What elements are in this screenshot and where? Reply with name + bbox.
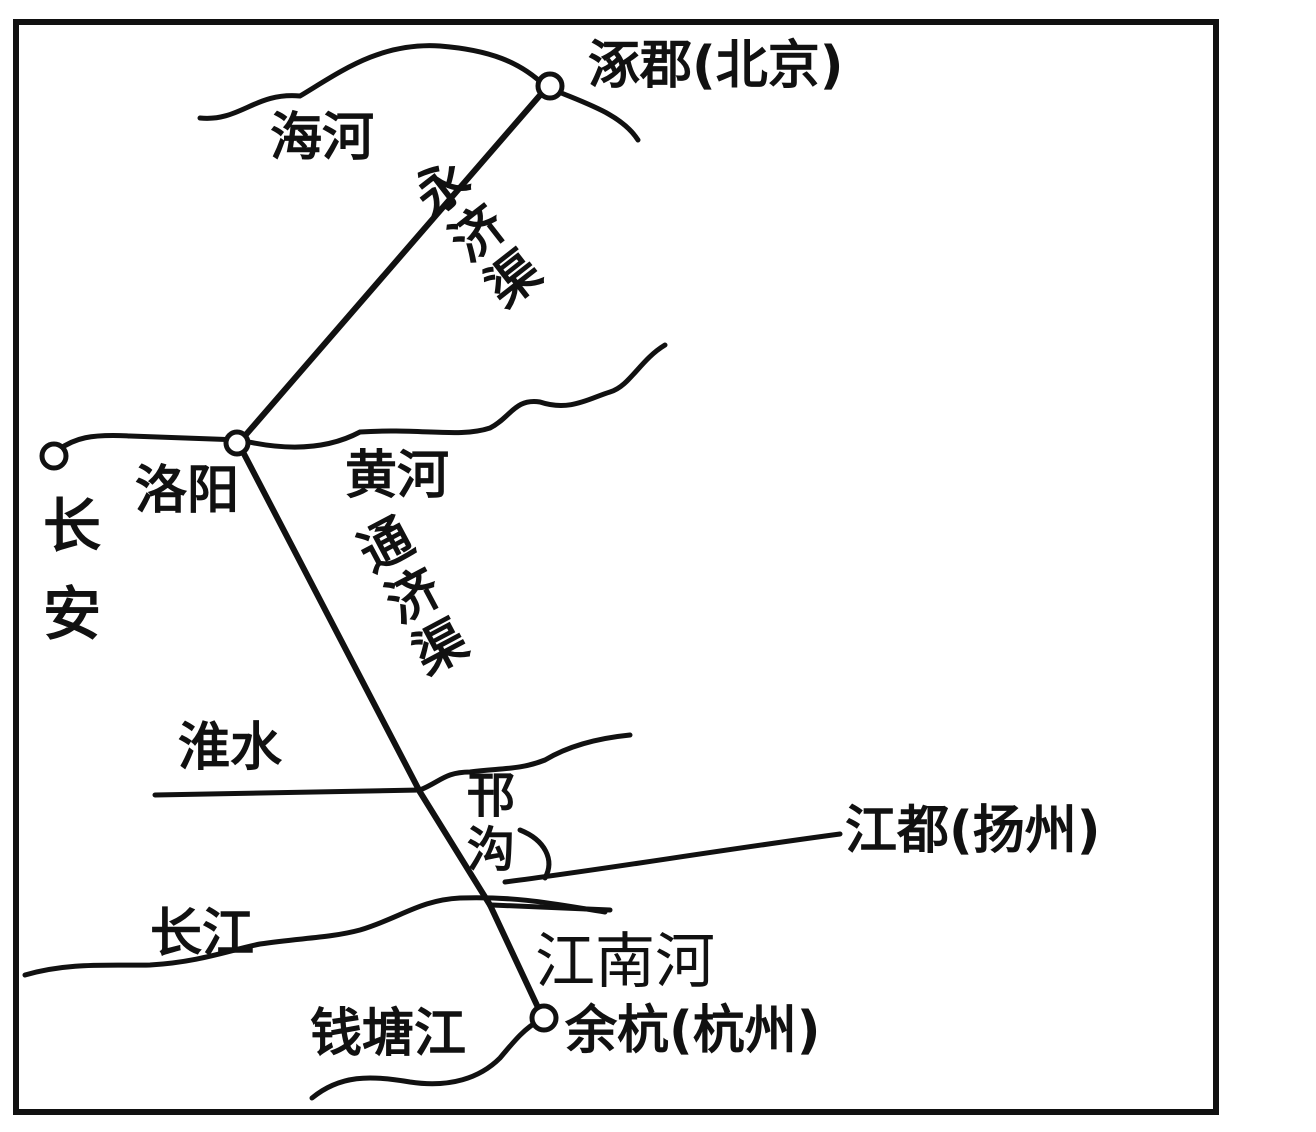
river-huanghe-label: 黄河 bbox=[345, 446, 450, 506]
river-haihe-label: 海河 bbox=[270, 108, 375, 168]
city-jiangdu-label: 江都(扬州) bbox=[845, 801, 1101, 861]
huaishui-river bbox=[152, 732, 633, 798]
changjiang-river bbox=[22, 895, 608, 978]
huanghe-river bbox=[55, 342, 668, 453]
luoyang-marker bbox=[223, 429, 251, 457]
changan-marker bbox=[39, 441, 69, 471]
zhuojun-marker bbox=[535, 71, 565, 101]
river-huaishui-label: 淮水 bbox=[178, 718, 283, 778]
city-yuhang-label: 余杭(杭州) bbox=[565, 1001, 821, 1061]
city-zhuojun-label: 涿郡(北京) bbox=[588, 36, 844, 96]
city-luoyang-label: 洛阳 bbox=[135, 461, 240, 521]
canal-jiangnan-label: 江南河 bbox=[535, 927, 715, 997]
yuhang-marker bbox=[529, 1003, 559, 1033]
river-qiantangjiang-label: 钱塘江 bbox=[310, 1004, 467, 1064]
jiangnan-canal bbox=[487, 902, 545, 1019]
haihe-river bbox=[197, 43, 641, 143]
canal-hangou-label: 邗沟 bbox=[458, 770, 514, 878]
map-border bbox=[13, 19, 1219, 1115]
city-changan-label: 长安 bbox=[33, 495, 101, 671]
river-changjiang-label: 长江 bbox=[150, 904, 255, 964]
hangou-canal bbox=[417, 789, 493, 908]
qiantangjiang-river bbox=[309, 1017, 543, 1101]
hangou-curve bbox=[517, 827, 552, 881]
tongji-canal bbox=[240, 449, 423, 795]
hangou-to-jiangdu bbox=[502, 831, 843, 885]
yongji-canal bbox=[234, 83, 551, 448]
